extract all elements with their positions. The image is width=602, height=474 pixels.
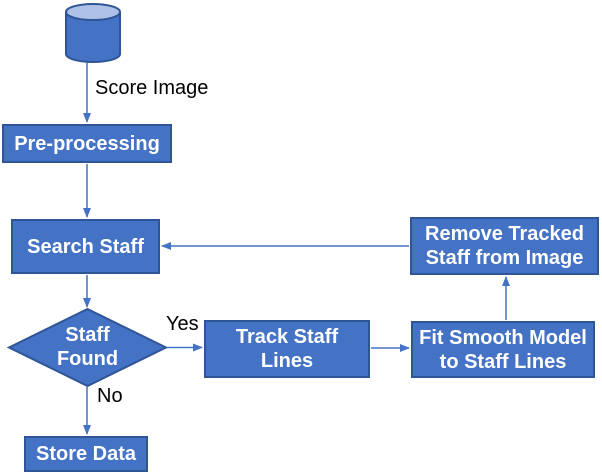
- node-search-staff-label: Search Staff: [27, 235, 144, 258]
- node-preprocessing: Pre-processing: [2, 124, 172, 163]
- node-search-staff: Search Staff: [11, 219, 160, 274]
- node-remove-tracked-staff: Remove Tracked Staff from Image: [410, 217, 599, 275]
- node-store-data: Store Data: [24, 436, 148, 472]
- node-track-staff-lines: Track Staff Lines: [204, 320, 370, 378]
- edge-label-no: No: [97, 385, 123, 407]
- edge-label-yes: Yes: [166, 313, 199, 335]
- track-staff-lines-line2: Lines: [260, 350, 314, 372]
- node-fit-smooth-model: Fit Smooth Model to Staff Lines: [411, 321, 595, 378]
- remove-tracked-staff-line1: Remove Tracked: [425, 223, 584, 245]
- remove-tracked-staff-line2: Staff from Image: [425, 247, 584, 269]
- fit-smooth-model-line1: Fit Smooth Model: [419, 326, 587, 349]
- fit-smooth-model-line2: to Staff Lines: [439, 350, 567, 373]
- node-staff-found-label: Staff Found: [9, 311, 166, 383]
- staff-found-line2: Found: [56, 348, 119, 370]
- edge-label-score-image: Score Image: [95, 77, 209, 99]
- database-cylinder-icon: [65, 3, 121, 63]
- store-data-label: Store Data: [35, 443, 137, 465]
- staff-found-line1: Staff: [65, 324, 110, 346]
- staff-found-diamond: [6, 307, 169, 388]
- node-preprocessing-label: Pre-processing: [14, 132, 160, 155]
- track-staff-lines-line1: Track Staff: [235, 326, 339, 348]
